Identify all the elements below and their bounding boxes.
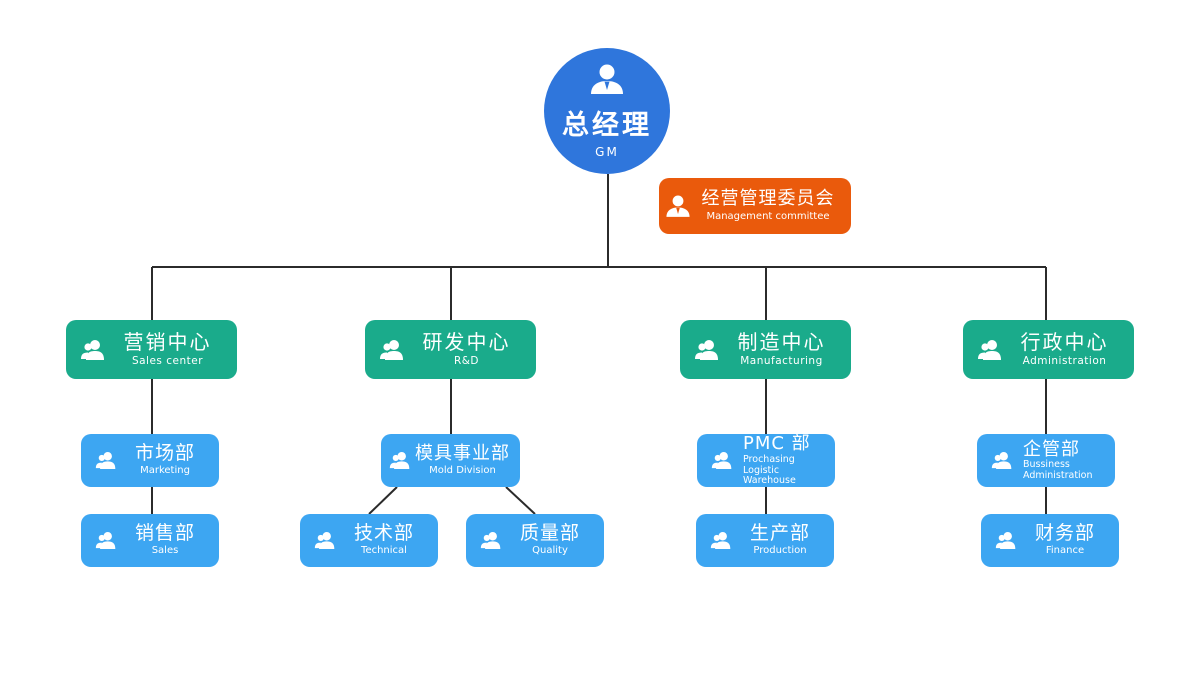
person-icon xyxy=(589,63,625,99)
dept-subtitle-line: Logistic xyxy=(743,464,780,476)
dept-subtitle-line: Bussiness xyxy=(1023,459,1070,471)
users-icon xyxy=(95,531,117,550)
committee-node: 经营管理委员会 Management committee xyxy=(659,178,851,234)
users-icon xyxy=(480,531,502,550)
dept-subtitle: Mold Division xyxy=(429,464,496,476)
dept-title: 模具事业部 xyxy=(415,442,510,464)
center-title: 行政中心 xyxy=(1020,329,1109,354)
center-sales: 营销中心 Sales center xyxy=(66,320,237,379)
center-administration: 行政中心 Administration xyxy=(963,320,1134,379)
dept-title: 技术部 xyxy=(353,522,414,545)
dept-finance: 财务部 Finance xyxy=(981,514,1119,567)
users-icon xyxy=(991,451,1013,470)
dept-subtitle: Marketing xyxy=(140,465,190,477)
mold-to-technical-line xyxy=(368,486,398,515)
dept-production: 生产部 Production xyxy=(696,514,834,567)
users-icon xyxy=(379,339,405,361)
person-icon xyxy=(665,194,691,218)
center-subtitle: Sales center xyxy=(131,354,204,367)
center-subtitle: Manufacturing xyxy=(740,354,823,367)
users-icon xyxy=(314,531,336,550)
dept-marketing: 市场部 Marketing xyxy=(81,434,219,487)
dept-enterprise-management: 企管部 Bussiness Administration xyxy=(977,434,1115,487)
dept-subtitle-line: Warehouse xyxy=(743,475,796,487)
users-icon xyxy=(977,339,1003,361)
gm-subtitle: GM xyxy=(595,145,619,159)
dept-title: 企管部 xyxy=(1023,438,1080,460)
dept-subtitle: Sales xyxy=(151,545,179,557)
dept-subtitle-line: Administration xyxy=(1023,469,1093,481)
users-icon xyxy=(995,531,1017,550)
dept-subtitle: Quality xyxy=(532,545,568,557)
center-subtitle: R&D xyxy=(453,354,480,367)
users-icon xyxy=(95,451,117,470)
dept-title: PMC 部 xyxy=(743,433,811,455)
center-title: 研发中心 xyxy=(422,329,511,354)
dept-pmc: PMC 部 Prochasing Logistic Warehouse xyxy=(697,434,835,487)
users-icon xyxy=(710,531,732,550)
users-icon xyxy=(711,451,733,470)
dept-subtitle-line: Prochasing xyxy=(743,454,795,466)
dept-sales: 销售部 Sales xyxy=(81,514,219,567)
dept-title: 生产部 xyxy=(749,522,810,545)
dept-title: 销售部 xyxy=(134,522,195,545)
dept-technical: 技术部 Technical xyxy=(300,514,438,567)
gm-node: 总经理 GM xyxy=(544,48,670,174)
dept-subtitle: Production xyxy=(753,545,807,557)
dept-subtitle: Finance xyxy=(1045,545,1085,557)
dept-mold-division: 模具事业部 Mold Division xyxy=(381,434,520,487)
dept-subtitle: Technical xyxy=(361,545,407,557)
committee-subtitle: Management committee xyxy=(706,210,830,222)
users-icon xyxy=(389,451,411,470)
dept-title: 质量部 xyxy=(519,522,580,545)
center-title: 制造中心 xyxy=(737,329,826,354)
dept-title: 财务部 xyxy=(1034,522,1095,545)
mold-to-quality-line xyxy=(505,486,536,515)
gm-title: 总经理 xyxy=(562,110,652,141)
center-rd: 研发中心 R&D xyxy=(365,320,536,379)
users-icon xyxy=(694,339,720,361)
dept-title: 市场部 xyxy=(134,442,195,465)
center-title: 营销中心 xyxy=(123,329,212,354)
users-icon xyxy=(80,339,106,361)
center-subtitle: Administration xyxy=(1022,354,1107,367)
committee-title: 经营管理委员会 xyxy=(701,187,835,209)
dept-quality: 质量部 Quality xyxy=(466,514,604,567)
center-manufacturing: 制造中心 Manufacturing xyxy=(680,320,851,379)
